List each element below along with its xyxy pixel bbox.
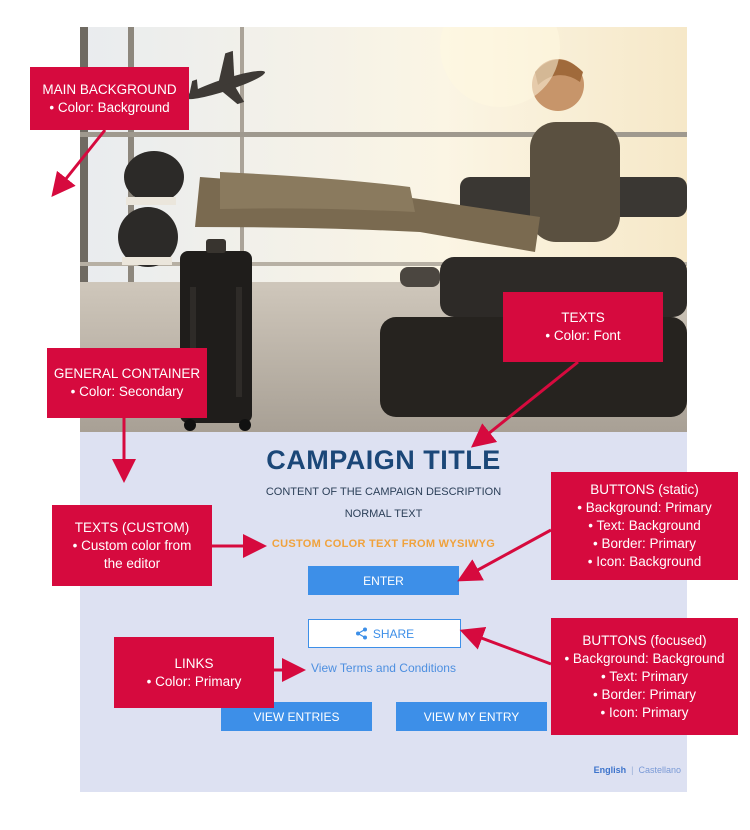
- language-switcher: English | Castellano: [594, 765, 681, 775]
- enter-button[interactable]: ENTER: [308, 566, 459, 595]
- arrow-buttons-focused: [459, 627, 552, 666]
- view-entries-button[interactable]: VIEW ENTRIES: [221, 702, 372, 731]
- annotation-line: • Border: Primary: [593, 686, 696, 702]
- annotation-line: GENERAL CONTAINER: [53, 366, 201, 381]
- view-my-entry-button[interactable]: VIEW MY ENTRY: [396, 702, 547, 731]
- language-separator: |: [631, 765, 634, 775]
- annotation-line: MAIN BACKGROUND: [42, 81, 177, 97]
- annotation-line: • Icon: Background: [587, 554, 702, 569]
- normal-text: NORMAL TEXT: [344, 508, 423, 520]
- annotation-line: the editor: [103, 555, 161, 571]
- annotation-line: • Color: Font: [545, 328, 621, 343]
- annotation-line: • Text: Primary: [601, 668, 688, 684]
- language-english[interactable]: English: [593, 765, 627, 775]
- annotation-line: • Color: Primary: [146, 673, 242, 689]
- annotation-line: • Border: Primary: [593, 536, 696, 551]
- terms-link[interactable]: View Terms and Conditions: [311, 661, 456, 675]
- share-icon: [355, 627, 368, 640]
- annotation-texts: TEXTS • Color: Font: [503, 292, 663, 362]
- arrow-texts: [470, 360, 579, 448]
- arrow-buttons-static: [457, 528, 552, 582]
- campaign-description: CONTENT OF THE CAMPAIGN DESCRIPTION: [265, 486, 502, 498]
- language-castellano[interactable]: Castellano: [638, 765, 681, 775]
- annotation-line: LINKS: [174, 655, 214, 671]
- share-button[interactable]: SHARE: [308, 619, 461, 648]
- annotation-line: • Custom color from: [72, 537, 192, 553]
- annotation-line: BUTTONS (focused): [582, 632, 707, 648]
- annotation-line: TEXTS: [561, 310, 605, 325]
- annotation-buttons-focused: BUTTONS (focused) • Background: Backgrou…: [551, 618, 738, 735]
- annotation-line: • Text: Background: [588, 518, 701, 533]
- annotation-line: • Background: Background: [564, 650, 725, 666]
- annotation-links: LINKS • Color: Primary: [114, 637, 274, 708]
- annotation-buttons-static: BUTTONS (static) • Background: Primary •…: [551, 472, 738, 580]
- annotation-line: • Color: Secondary: [70, 384, 184, 399]
- annotation-general-container: GENERAL CONTAINER • Color: Secondary: [47, 348, 207, 418]
- annotation-line: TEXTS (CUSTOM): [74, 519, 190, 535]
- annotation-line: • Background: Primary: [577, 500, 712, 515]
- share-label: SHARE: [372, 626, 415, 641]
- annotation-line: • Color: Background: [49, 99, 170, 115]
- campaign-title: CAMPAIGN TITLE: [266, 445, 501, 475]
- annotation-line: BUTTONS (static): [590, 482, 699, 497]
- arrow-main-background: [51, 129, 107, 198]
- annotation-main-background: MAIN BACKGROUND • Color: Background: [30, 67, 189, 130]
- annotation-line: • Icon: Primary: [600, 704, 689, 720]
- annotation-texts-custom: TEXTS (CUSTOM) • Custom color from the e…: [52, 505, 212, 586]
- custom-color-text: CUSTOM COLOR TEXT FROM WYSIWYG: [271, 538, 496, 550]
